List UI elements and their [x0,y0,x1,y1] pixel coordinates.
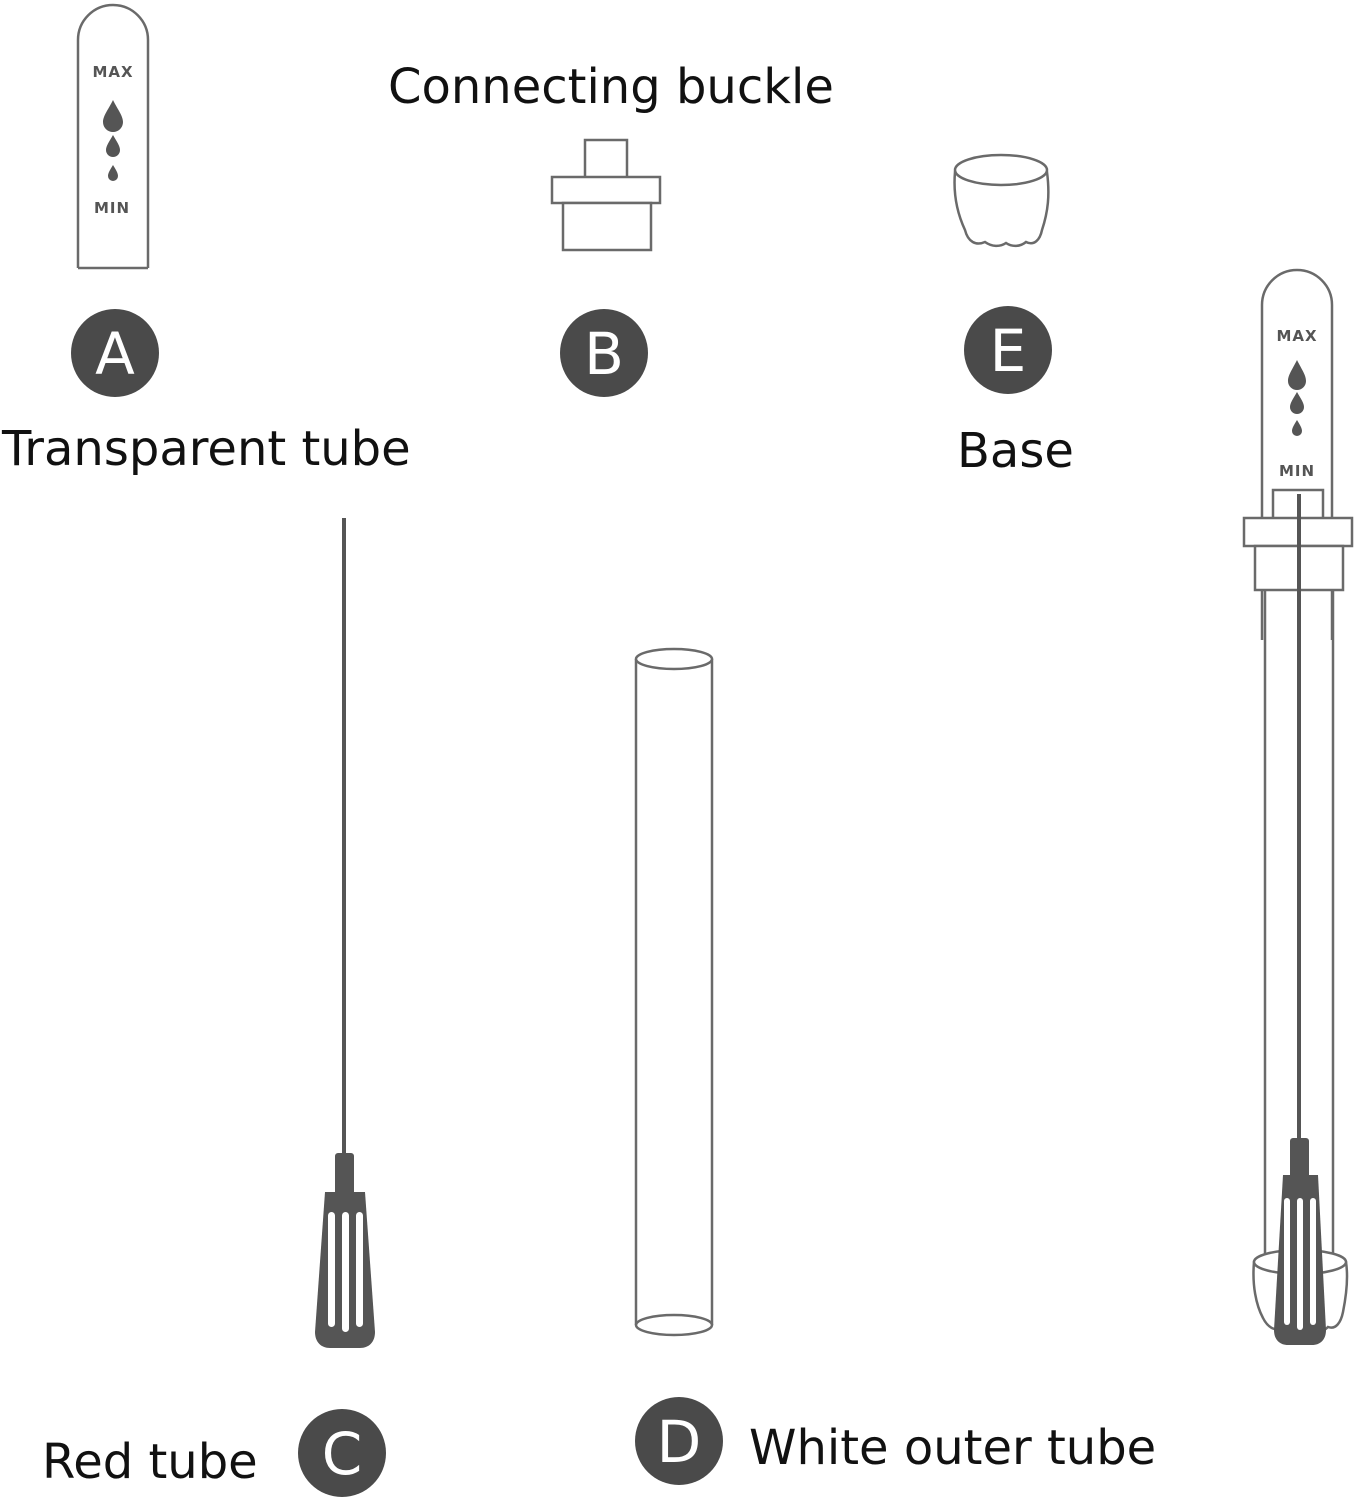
badge-a: A [71,309,159,397]
small-drop-icon [108,165,118,181]
assembled-small-drop-icon [1292,420,1302,436]
assembled-max-marking: MAX [1276,327,1317,345]
assembled-min-marking: MIN [1279,462,1315,480]
transparent-tube-illustration: MAX MIN [76,3,150,270]
red-tube-illustration [315,518,375,1348]
svg-text:E: E [990,317,1027,385]
base-illustration [953,153,1050,248]
medium-drop-icon [106,135,120,157]
connecting-buckle-illustration [550,138,662,252]
connecting-buckle-label: Connecting buckle [388,59,834,115]
white-outer-tube-label: White outer tube [749,1420,1156,1476]
badge-d: D [635,1397,723,1485]
svg-text:D: D [657,1408,702,1476]
large-drop-icon [103,100,123,132]
base-label: Base [957,423,1074,479]
min-marking: MIN [94,199,130,217]
assembled-medium-drop-icon [1290,392,1304,414]
svg-text:A: A [95,320,135,388]
assembled-large-drop-icon [1288,360,1306,390]
assembled-product-illustration: MAX MIN [1242,268,1354,1345]
white-outer-tube-illustration [634,647,714,1337]
badge-b: B [560,309,648,397]
transparent-tube-label: Transparent tube [1,421,411,477]
badge-e: E [964,306,1052,394]
svg-text:B: B [584,320,624,388]
badge-c: C [298,1409,386,1497]
red-tube-label: Red tube [42,1434,258,1490]
svg-text:C: C [322,1420,363,1488]
max-marking: MAX [92,63,133,81]
